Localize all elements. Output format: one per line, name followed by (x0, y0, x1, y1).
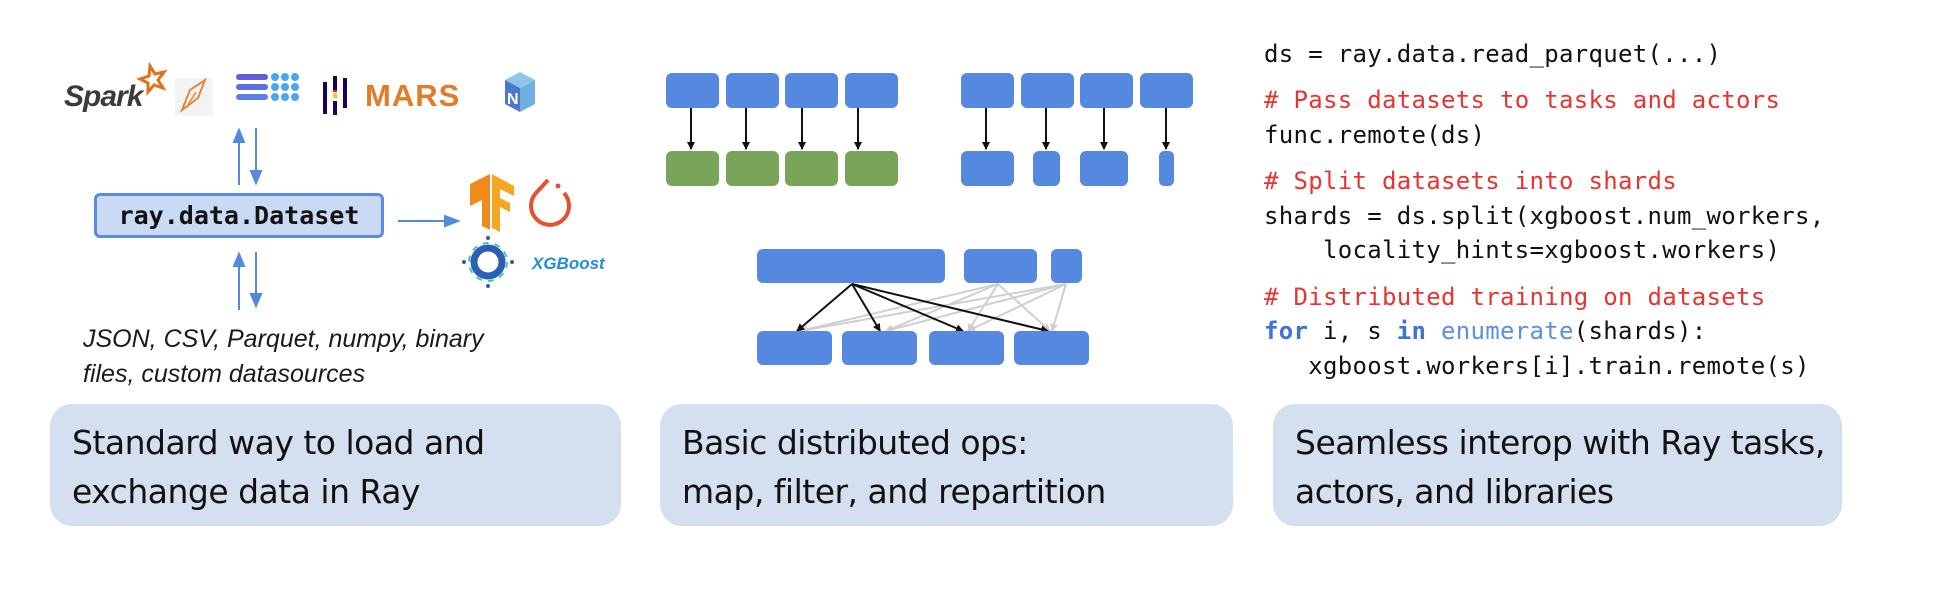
map-input-block (785, 73, 838, 108)
xgboost-icon (462, 236, 514, 288)
numpy-icon: N (505, 72, 535, 112)
formats-line: files, custom datasources (83, 360, 366, 388)
code-comment: # Pass datasets to tasks and actors (1264, 86, 1781, 114)
code-line: xgboost.workers[i].train.remote(s) (1264, 352, 1810, 380)
caption-line: exchange data in Ray (72, 472, 420, 511)
code-comment: # Split datasets into shards (1264, 167, 1677, 195)
map-input-block (726, 73, 779, 108)
repartition-output-block (929, 331, 1004, 365)
keyword-for: for (1264, 317, 1309, 345)
mars-logo: MARS (365, 78, 461, 113)
for-rest: (shards): (1573, 317, 1707, 345)
caption-line: Standard way to load and (72, 423, 485, 462)
map-input-block (666, 73, 719, 108)
code-line: locality_hints=xgboost.workers) (1264, 236, 1781, 264)
filter-output-block (1080, 151, 1128, 186)
filter-output-block (1033, 151, 1060, 186)
filter-input-block (961, 73, 1014, 108)
xgboost-logo-text: XGBoost (532, 254, 605, 273)
keyword-in: in (1396, 317, 1427, 345)
spark-logo: Spark (64, 80, 143, 113)
caption-line: actors, and libraries (1295, 472, 1614, 511)
caption-interop: Seamless interop with Ray tasks, actors,… (1273, 404, 1842, 526)
caption-distributed-ops: Basic distributed ops: map, filter, and … (660, 404, 1233, 526)
arrow-right (398, 214, 461, 228)
map-output-block (726, 151, 779, 186)
builtin-enumerate: enumerate (1426, 317, 1574, 345)
tensorflow-icon (470, 174, 514, 232)
pandas-icon (323, 76, 347, 115)
filter-input-block (1021, 73, 1074, 108)
caption-line: Basic distributed ops: (682, 423, 1028, 462)
repartition-input-block (1051, 249, 1082, 283)
arrows-top (232, 127, 263, 186)
caption-line: map, filter, and repartition (682, 472, 1106, 511)
map-output-block (785, 151, 838, 186)
repartition-output-block (757, 331, 832, 365)
dataset-box: ray.data.Dataset (94, 193, 384, 238)
map-input-block (845, 73, 898, 108)
code-line: func.remote(ds) (1264, 121, 1486, 149)
repartition-output-block (842, 331, 917, 365)
dask-icon (175, 77, 213, 116)
arrows-bottom (232, 251, 263, 310)
filter-output-block (961, 151, 1014, 186)
repartition-output-block (1014, 331, 1089, 365)
svg-text:N: N (507, 91, 519, 108)
code-line: shards = ds.split(xgboost.num_workers, (1264, 202, 1825, 230)
map-output-block (666, 151, 719, 186)
filter-output-block (1159, 151, 1174, 186)
code-line-for: for i, s in enumerate(shards): (1264, 317, 1707, 345)
code-comment: # Distributed training on datasets (1264, 283, 1766, 311)
filter-diagram (961, 73, 1193, 186)
repartition-diagram (757, 249, 1089, 365)
pytorch-icon (529, 178, 571, 227)
for-vars: i, s (1308, 317, 1397, 345)
map-output-block (845, 151, 898, 186)
caption-load-exchange: Standard way to load and exchange data i… (50, 404, 621, 526)
datasource-formats: JSON, CSV, Parquet, numpy, binary files,… (83, 322, 484, 392)
spark-star-icon (136, 61, 168, 97)
filter-input-block (1140, 73, 1193, 108)
filter-input-block (1080, 73, 1133, 108)
formats-line: JSON, CSV, Parquet, numpy, binary (83, 325, 484, 353)
modin-icon (236, 73, 299, 101)
repartition-input-block (757, 249, 945, 283)
caption-line: Seamless interop with Ray tasks, (1295, 423, 1825, 462)
map-diagram (666, 73, 898, 186)
repartition-input-block (964, 249, 1037, 283)
code-line: ds = ray.data.read_parquet(...) (1264, 40, 1722, 68)
